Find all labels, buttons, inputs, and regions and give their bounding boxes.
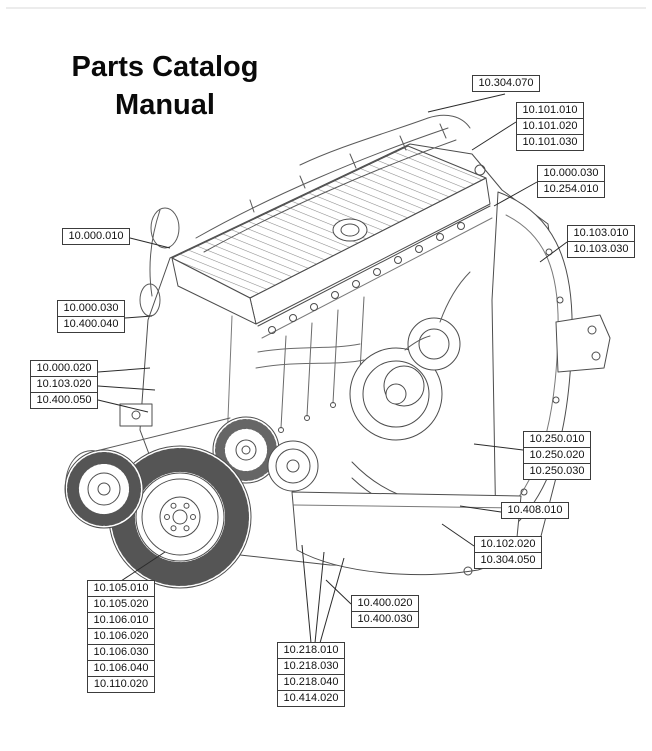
part-callout[interactable]: 10.408.010	[501, 502, 569, 519]
part-callout[interactable]: 10.414.020	[277, 690, 345, 707]
page-title: Parts Catalog Manual	[35, 48, 295, 124]
part-callout[interactable]: 10.400.020	[351, 595, 419, 612]
part-callout[interactable]: 10.000.010	[62, 228, 130, 245]
part-callout[interactable]: 10.218.010	[277, 642, 345, 659]
callout-group-bottom-center-left: 10.400.020 10.400.030	[351, 595, 419, 628]
part-callout[interactable]: 10.250.020	[523, 447, 591, 464]
callout-group-bottom-right: 10.102.020 10.304.050	[474, 536, 542, 569]
part-callout[interactable]: 10.106.010	[87, 612, 155, 629]
part-callout[interactable]: 10.103.020	[30, 376, 98, 393]
callout-group-left-upper: 10.000.010	[62, 228, 130, 245]
part-callout[interactable]: 10.105.020	[87, 596, 155, 613]
part-callout[interactable]: 10.304.070	[472, 75, 540, 92]
callout-group-right-lower: 10.250.010 10.250.020 10.250.030	[523, 431, 591, 480]
title-line-1: Parts Catalog	[71, 51, 259, 83]
part-callout[interactable]: 10.250.030	[523, 463, 591, 480]
part-callout[interactable]: 10.102.020	[474, 536, 542, 553]
leader-lines	[97, 93, 568, 644]
part-callout[interactable]: 10.304.050	[474, 552, 542, 569]
callout-group-bottom-center: 10.218.010 10.218.030 10.218.040 10.414.…	[277, 642, 345, 707]
callout-group-right-bottom: 10.408.010	[501, 502, 569, 519]
part-callout[interactable]: 10.103.030	[567, 241, 635, 258]
part-callout[interactable]: 10.218.040	[277, 674, 345, 691]
part-callout[interactable]: 10.103.010	[567, 225, 635, 242]
part-callout[interactable]: 10.400.030	[351, 611, 419, 628]
part-callout[interactable]: 10.254.010	[537, 181, 605, 198]
callout-group-right-upper: 10.000.030 10.254.010	[537, 165, 605, 198]
part-callout[interactable]: 10.101.020	[516, 118, 584, 135]
part-callout[interactable]: 10.000.030	[537, 165, 605, 182]
part-callout[interactable]: 10.101.010	[516, 102, 584, 119]
callout-group-top: 10.304.070	[472, 75, 540, 92]
part-callout[interactable]: 10.400.040	[57, 316, 125, 333]
part-callout[interactable]: 10.106.020	[87, 628, 155, 645]
part-callout[interactable]: 10.101.030	[516, 134, 584, 151]
part-callout[interactable]: 10.105.010	[87, 580, 155, 597]
part-callout[interactable]: 10.218.030	[277, 658, 345, 675]
part-callout[interactable]: 10.106.040	[87, 660, 155, 677]
callout-group-bottom-left: 10.105.010 10.105.020 10.106.010 10.106.…	[87, 580, 155, 693]
part-callout[interactable]: 10.250.010	[523, 431, 591, 448]
callout-group-left-lower: 10.000.020 10.103.020 10.400.050	[30, 360, 98, 409]
part-callout[interactable]: 10.400.050	[30, 392, 98, 409]
part-callout[interactable]: 10.106.030	[87, 644, 155, 661]
part-callout[interactable]: 10.000.030	[57, 300, 125, 317]
part-callout[interactable]: 10.000.020	[30, 360, 98, 377]
title-line-2: Manual	[115, 89, 215, 121]
callout-group-right-mid: 10.103.010 10.103.030	[567, 225, 635, 258]
callout-group-left-mid: 10.000.030 10.400.040	[57, 300, 125, 333]
part-callout[interactable]: 10.110.020	[87, 676, 155, 693]
callout-group-upper-right: 10.101.010 10.101.020 10.101.030	[516, 102, 584, 151]
